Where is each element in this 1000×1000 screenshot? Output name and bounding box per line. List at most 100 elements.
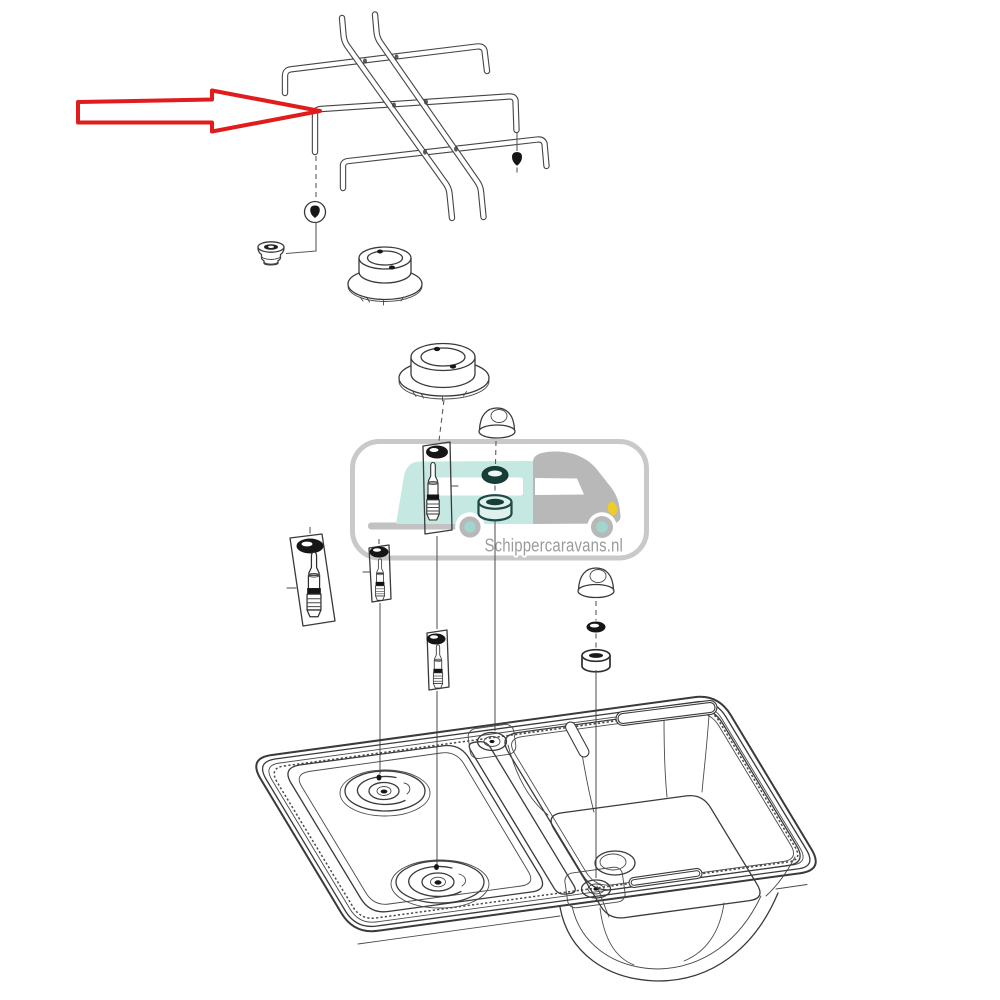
valve-seal-highlight xyxy=(373,548,381,552)
sink-wall-section-2 xyxy=(663,716,668,798)
lug-1 xyxy=(433,346,441,352)
unit-lower-wall-left xyxy=(357,915,561,945)
grid-fixing-right xyxy=(512,133,522,173)
hob-recess-floor xyxy=(298,752,532,905)
sink-bowl xyxy=(504,707,801,919)
tub-outline xyxy=(559,892,779,982)
recess-venturi xyxy=(376,786,392,796)
guide-landing-tick xyxy=(434,864,439,870)
recess-outer xyxy=(390,859,490,909)
valve-box xyxy=(289,533,336,627)
valve-assembly-middle xyxy=(362,544,392,603)
valve-seal-highlight xyxy=(429,448,439,452)
sink-underside xyxy=(559,892,779,982)
burner-recess-rear xyxy=(339,769,431,817)
crown-inner-ring xyxy=(420,347,466,367)
valve-box xyxy=(426,629,450,691)
valve-assembly-left xyxy=(286,533,336,627)
seal-ring-right xyxy=(586,621,606,633)
unit-lower-wall-right xyxy=(775,884,808,890)
fixing-screw-icon xyxy=(512,152,522,166)
valve-seal-highlight xyxy=(301,541,313,547)
flange-feet xyxy=(412,391,467,402)
flange-thickness xyxy=(398,380,490,400)
grid-crossbar-right-core xyxy=(372,12,486,220)
unit-rim-bead xyxy=(273,708,799,920)
sink-wall-section-1 xyxy=(580,747,595,813)
grommet-ridge-1 xyxy=(261,255,281,260)
watermark-text: Schippercaravans.nl xyxy=(485,535,624,556)
slot-left-w xyxy=(566,722,589,757)
hob-sink-unit xyxy=(255,695,817,982)
hole-outer xyxy=(476,731,508,752)
fixing-hole-top xyxy=(467,724,517,759)
drain-hole-inner xyxy=(599,853,627,871)
crown-inner-ring xyxy=(366,250,404,266)
drain-hole-outer xyxy=(594,850,636,876)
divider-strip xyxy=(468,741,576,895)
logo-cab-window xyxy=(535,478,584,495)
highlight-arrow xyxy=(76,88,322,134)
burner-cap-large xyxy=(577,567,615,599)
burner-recess-front xyxy=(390,859,490,909)
slot-top-w2 xyxy=(618,703,715,723)
slot-bottom-w2 xyxy=(631,871,700,885)
cap-base xyxy=(478,424,516,439)
grid-weld-joints xyxy=(363,54,458,155)
grommet-ridge-2 xyxy=(263,261,279,265)
watermark-frame xyxy=(350,439,649,561)
recess-bowl xyxy=(344,770,426,812)
lug-2 xyxy=(449,364,457,369)
lug-1 xyxy=(377,249,383,254)
guide-base-to-valvebox xyxy=(438,399,445,442)
guide-cap-to-ring xyxy=(494,440,497,465)
valve-seal xyxy=(426,445,448,459)
flange-thickness xyxy=(347,285,423,302)
recess-inner-ring xyxy=(421,872,455,892)
crown-rim xyxy=(358,246,412,270)
recess-jet xyxy=(434,880,442,885)
recess-outer xyxy=(339,769,431,817)
recess-jet xyxy=(380,789,388,794)
valve-spindle xyxy=(432,644,444,689)
recess-c-ring xyxy=(408,865,462,898)
grid-foot-grommet xyxy=(257,241,285,266)
grommet-bore-highlight xyxy=(268,245,274,248)
recess-venturi xyxy=(430,876,446,888)
pan-support-grid xyxy=(281,11,550,222)
valve-box xyxy=(422,441,453,535)
bush-cylinder-right xyxy=(581,648,611,673)
hole-center xyxy=(489,739,495,744)
seal-ring-highlight xyxy=(589,623,600,628)
recess-hook xyxy=(403,782,411,795)
grid-crossbar-left-core xyxy=(339,15,455,221)
sink-wall-crease-right xyxy=(765,856,796,897)
sink-wall-crease-left xyxy=(507,744,549,816)
sink-floor xyxy=(550,794,761,919)
valve-assembly-center xyxy=(422,441,459,535)
valve-spindle xyxy=(306,551,322,618)
grid-rail-bottom-core xyxy=(340,137,549,191)
logo-van-window xyxy=(433,477,523,496)
hole-inner xyxy=(483,736,501,747)
cap-dome xyxy=(478,407,516,431)
screw-head-icon xyxy=(310,205,320,218)
sink-rim-inner xyxy=(511,712,794,886)
sink-rim-outer xyxy=(504,707,801,891)
logo-ground-strip xyxy=(368,522,472,530)
burner-base-large xyxy=(398,342,490,402)
logo-headlight xyxy=(607,501,618,516)
flange-feet xyxy=(359,296,404,306)
logo-rear-wheel-hub xyxy=(464,521,476,533)
recess-inner-ring xyxy=(368,781,400,801)
valve-box xyxy=(368,544,392,603)
cap-knob xyxy=(490,409,508,423)
guide-landing-tick xyxy=(376,774,382,781)
valve-spindle xyxy=(375,558,385,601)
regulator-ring-bore xyxy=(488,470,502,477)
bush-bore xyxy=(589,653,603,658)
unit-rim-line-3 xyxy=(268,705,804,923)
tub-crease-left xyxy=(599,907,635,966)
